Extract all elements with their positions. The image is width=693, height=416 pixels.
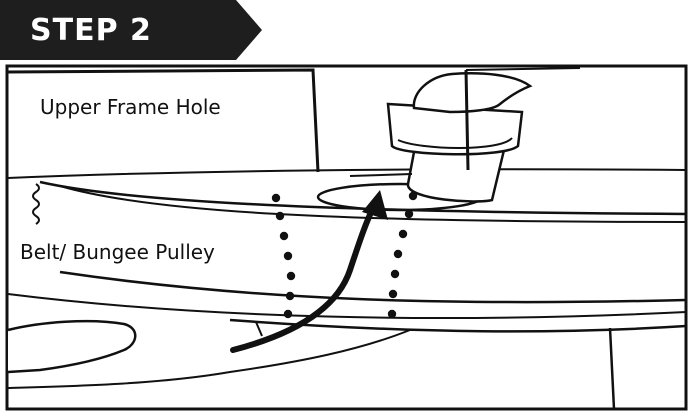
hand-shape [7,319,137,374]
hole-rim-line [349,173,413,177]
pulley-rod [464,69,470,171]
pulley-collar [386,102,524,156]
step-banner [0,0,262,60]
upper-frame-curve-2 [59,185,687,223]
dotted-guide-right [387,191,418,319]
pulley-edge-tick [255,321,263,337]
upper-frame-top-edge [7,168,687,179]
upper-frame-hole-label: Upper Frame Hole [40,95,221,119]
rod-crossbar [465,67,581,71]
diagram-border [5,64,688,411]
pulley-post [406,149,506,203]
belt-bungee-pulley-label: Belt/ Bungee Pulley [20,240,215,264]
hand-lower-curve [7,329,411,389]
lower-frame-curve-1 [59,270,687,304]
label-box-border [6,68,320,173]
upper-frame-curve-1 [39,180,687,216]
lower-frame-curve-3 [229,318,687,333]
frame-leg [608,327,616,410]
curved-arrow-icon [230,203,377,353]
curved-arrow-head [362,190,388,220]
pulley-collar-band [397,137,513,149]
spring-detail [32,183,40,225]
dotted-guide-left [271,193,296,319]
lower-frame-curve-2 [7,293,687,319]
label-belt-backdrop [14,234,260,268]
step-title: STEP 2 [30,13,152,48]
pulley-top [412,72,533,114]
